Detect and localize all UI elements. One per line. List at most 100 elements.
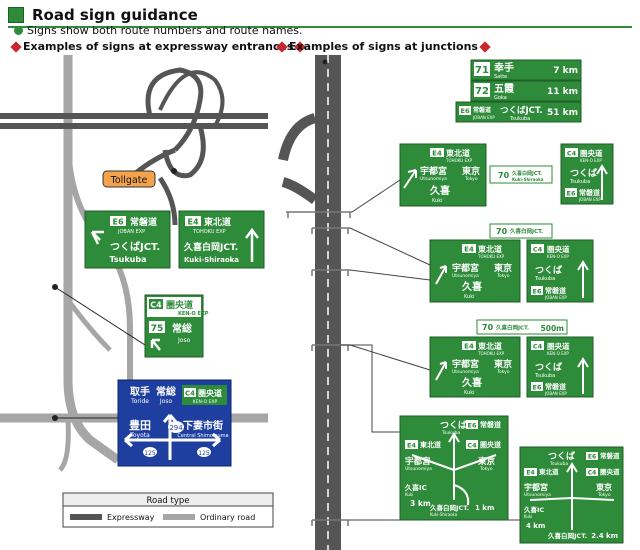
callout-dot bbox=[171, 168, 177, 174]
page-title: Road sign guidance bbox=[32, 6, 198, 24]
junction-diagram-sign-b: つくば Tsukuba E6 常磐道 E4 東北道 C4 圏央道 宇都宮 Uts… bbox=[519, 446, 624, 544]
route-number: E4 bbox=[464, 246, 474, 254]
dest-en: Tokyo bbox=[496, 273, 510, 279]
section-title-junctions: Examples of signs at junctions bbox=[276, 40, 491, 53]
route-number: C4 bbox=[533, 343, 543, 351]
arrow-up-right-icon bbox=[403, 169, 417, 189]
callout-lines bbox=[340, 179, 520, 521]
dest-en: Tokyo bbox=[597, 492, 611, 498]
dest-jp: つくば bbox=[440, 419, 467, 431]
dest-jp: つくば bbox=[570, 167, 597, 179]
exit-number: 70 bbox=[496, 227, 508, 236]
dest-en: Tsukuba bbox=[509, 116, 530, 122]
destination-en: Kuki-Shiraoka bbox=[184, 256, 239, 264]
dest-jp: 宇都宮 bbox=[524, 482, 548, 492]
expressway-loop bbox=[158, 70, 225, 127]
route-number: E6 bbox=[567, 190, 576, 198]
ordinary-road-ramp bbox=[58, 419, 71, 472]
route-number-75: 75 bbox=[151, 324, 164, 334]
route-shield bbox=[459, 106, 471, 115]
subtitle: Signs show both route numbers and route … bbox=[27, 24, 303, 37]
dest-en: Kuki bbox=[464, 390, 474, 396]
dest-jp: 久喜白岡JCT. bbox=[512, 170, 542, 177]
dest-jp: 宇都宮 bbox=[405, 456, 431, 467]
sign-panel bbox=[470, 80, 582, 102]
route-shield bbox=[474, 62, 490, 76]
route-name-en: TOHOKU EXP bbox=[192, 229, 226, 235]
dest-jp: 東京 bbox=[494, 262, 512, 274]
route-name-jp: 圏央道 bbox=[198, 388, 222, 398]
sign-ordinary-blue: 取手 Toride 常総 Joso C4 圏央道 KEN-O EXP 豊田 To… bbox=[117, 379, 232, 467]
junction-arrow-icon bbox=[529, 462, 615, 530]
route-number: E6 bbox=[533, 288, 542, 296]
section-title-expressway: Examples of signs at expressway entrance… bbox=[10, 40, 307, 53]
destination-en: Tsukuba bbox=[110, 255, 147, 264]
route-name-jp: 東北道 bbox=[478, 341, 502, 351]
route-marker bbox=[143, 447, 157, 457]
dest-en: Tsukuba bbox=[534, 276, 555, 282]
arrow-up-icon bbox=[577, 260, 589, 298]
route-name-jp: 東北道 bbox=[539, 467, 559, 476]
route-number: E6 bbox=[461, 107, 470, 115]
dest-en: Utsunomiya bbox=[524, 492, 551, 498]
callout-dot bbox=[52, 415, 58, 421]
route-number: E6 bbox=[588, 454, 596, 461]
sign-panel bbox=[470, 59, 582, 81]
dest-jp: 宇都宮 bbox=[452, 262, 479, 274]
bullet-dot-icon bbox=[14, 26, 23, 35]
dest-jp: 久喜IC bbox=[404, 483, 427, 492]
route-name-jp: 常磐道 bbox=[545, 286, 566, 295]
junction-arrow-icon bbox=[411, 432, 497, 506]
route-name-jp: 圏央道 bbox=[600, 467, 620, 476]
dest-en: Tsukuba bbox=[534, 373, 555, 379]
dest-en: Tsukuba bbox=[441, 430, 460, 436]
expressway-loop bbox=[145, 67, 204, 152]
dest-jp: 東京 bbox=[494, 358, 512, 370]
route-name-jp: 常磐道 bbox=[130, 216, 157, 228]
legend-swatch-expressway bbox=[70, 514, 102, 520]
dest-en: Tokyo bbox=[464, 176, 478, 182]
route-name-en: KEN-O EXP bbox=[547, 351, 569, 356]
dest-jp: 下妻市街 bbox=[183, 419, 223, 432]
dest-en: Utsunomiya bbox=[452, 273, 479, 279]
destination-en: Joso bbox=[177, 337, 191, 344]
dest-en: Tokyo bbox=[496, 369, 510, 375]
expressway-ramp bbox=[281, 177, 318, 205]
route-number: E4 bbox=[526, 470, 534, 477]
arrow-up-icon bbox=[596, 164, 608, 200]
route-name-jp: 圏央道 bbox=[166, 299, 193, 311]
dest-jp: 久喜IC bbox=[524, 505, 544, 514]
junction-diagram-sign-a: つくば Tsukuba E6 常磐道 E4 東北道 C4 圏央道 宇都宮 Uts… bbox=[399, 415, 509, 521]
route-shield bbox=[149, 321, 165, 333]
route-marker bbox=[197, 447, 211, 457]
route-name-en: JOBAN EXP bbox=[578, 197, 601, 202]
route-shield bbox=[149, 299, 163, 309]
dest-en: Utsunomiya bbox=[452, 369, 479, 375]
route-number-125: 125 bbox=[144, 450, 156, 457]
legend: Road type Expressway Ordinary road bbox=[62, 492, 274, 528]
legend-header bbox=[62, 492, 274, 507]
dest-jp: つくば bbox=[548, 450, 575, 462]
route-name-en: KEN-O EXP bbox=[193, 399, 218, 405]
route-name-jp: 圏央道 bbox=[580, 148, 603, 158]
dest-jp: 久喜 bbox=[461, 376, 482, 389]
dest-jp: 豊田 bbox=[129, 418, 151, 432]
dest-jp: 久喜白岡JCT. bbox=[548, 531, 587, 540]
distance: 51 km bbox=[547, 108, 578, 118]
exit-number: 70 bbox=[482, 323, 494, 332]
junction-sign-row-1: E4 東北道 TOHOKU EXP 宇都宮 Utsunomiya 東京 Toky… bbox=[399, 143, 614, 207]
route-name-jp: 常磐道 bbox=[473, 106, 491, 114]
subtitle-row: Signs show both route numbers and route … bbox=[14, 24, 303, 37]
dest-en: Toyota bbox=[129, 432, 150, 439]
road-map-right bbox=[278, 55, 520, 550]
distance: 2.4 km bbox=[591, 532, 618, 540]
route-number: C4 bbox=[150, 301, 162, 310]
route-number: E4 bbox=[187, 218, 198, 227]
route-name-en: TOHOKU EXP bbox=[477, 254, 505, 259]
route-number: C4 bbox=[567, 150, 577, 158]
route-shield bbox=[474, 83, 490, 97]
dest-en: Central Shimotsuma bbox=[177, 433, 228, 439]
route-number: E6 bbox=[112, 218, 123, 227]
route-shield bbox=[184, 388, 196, 397]
